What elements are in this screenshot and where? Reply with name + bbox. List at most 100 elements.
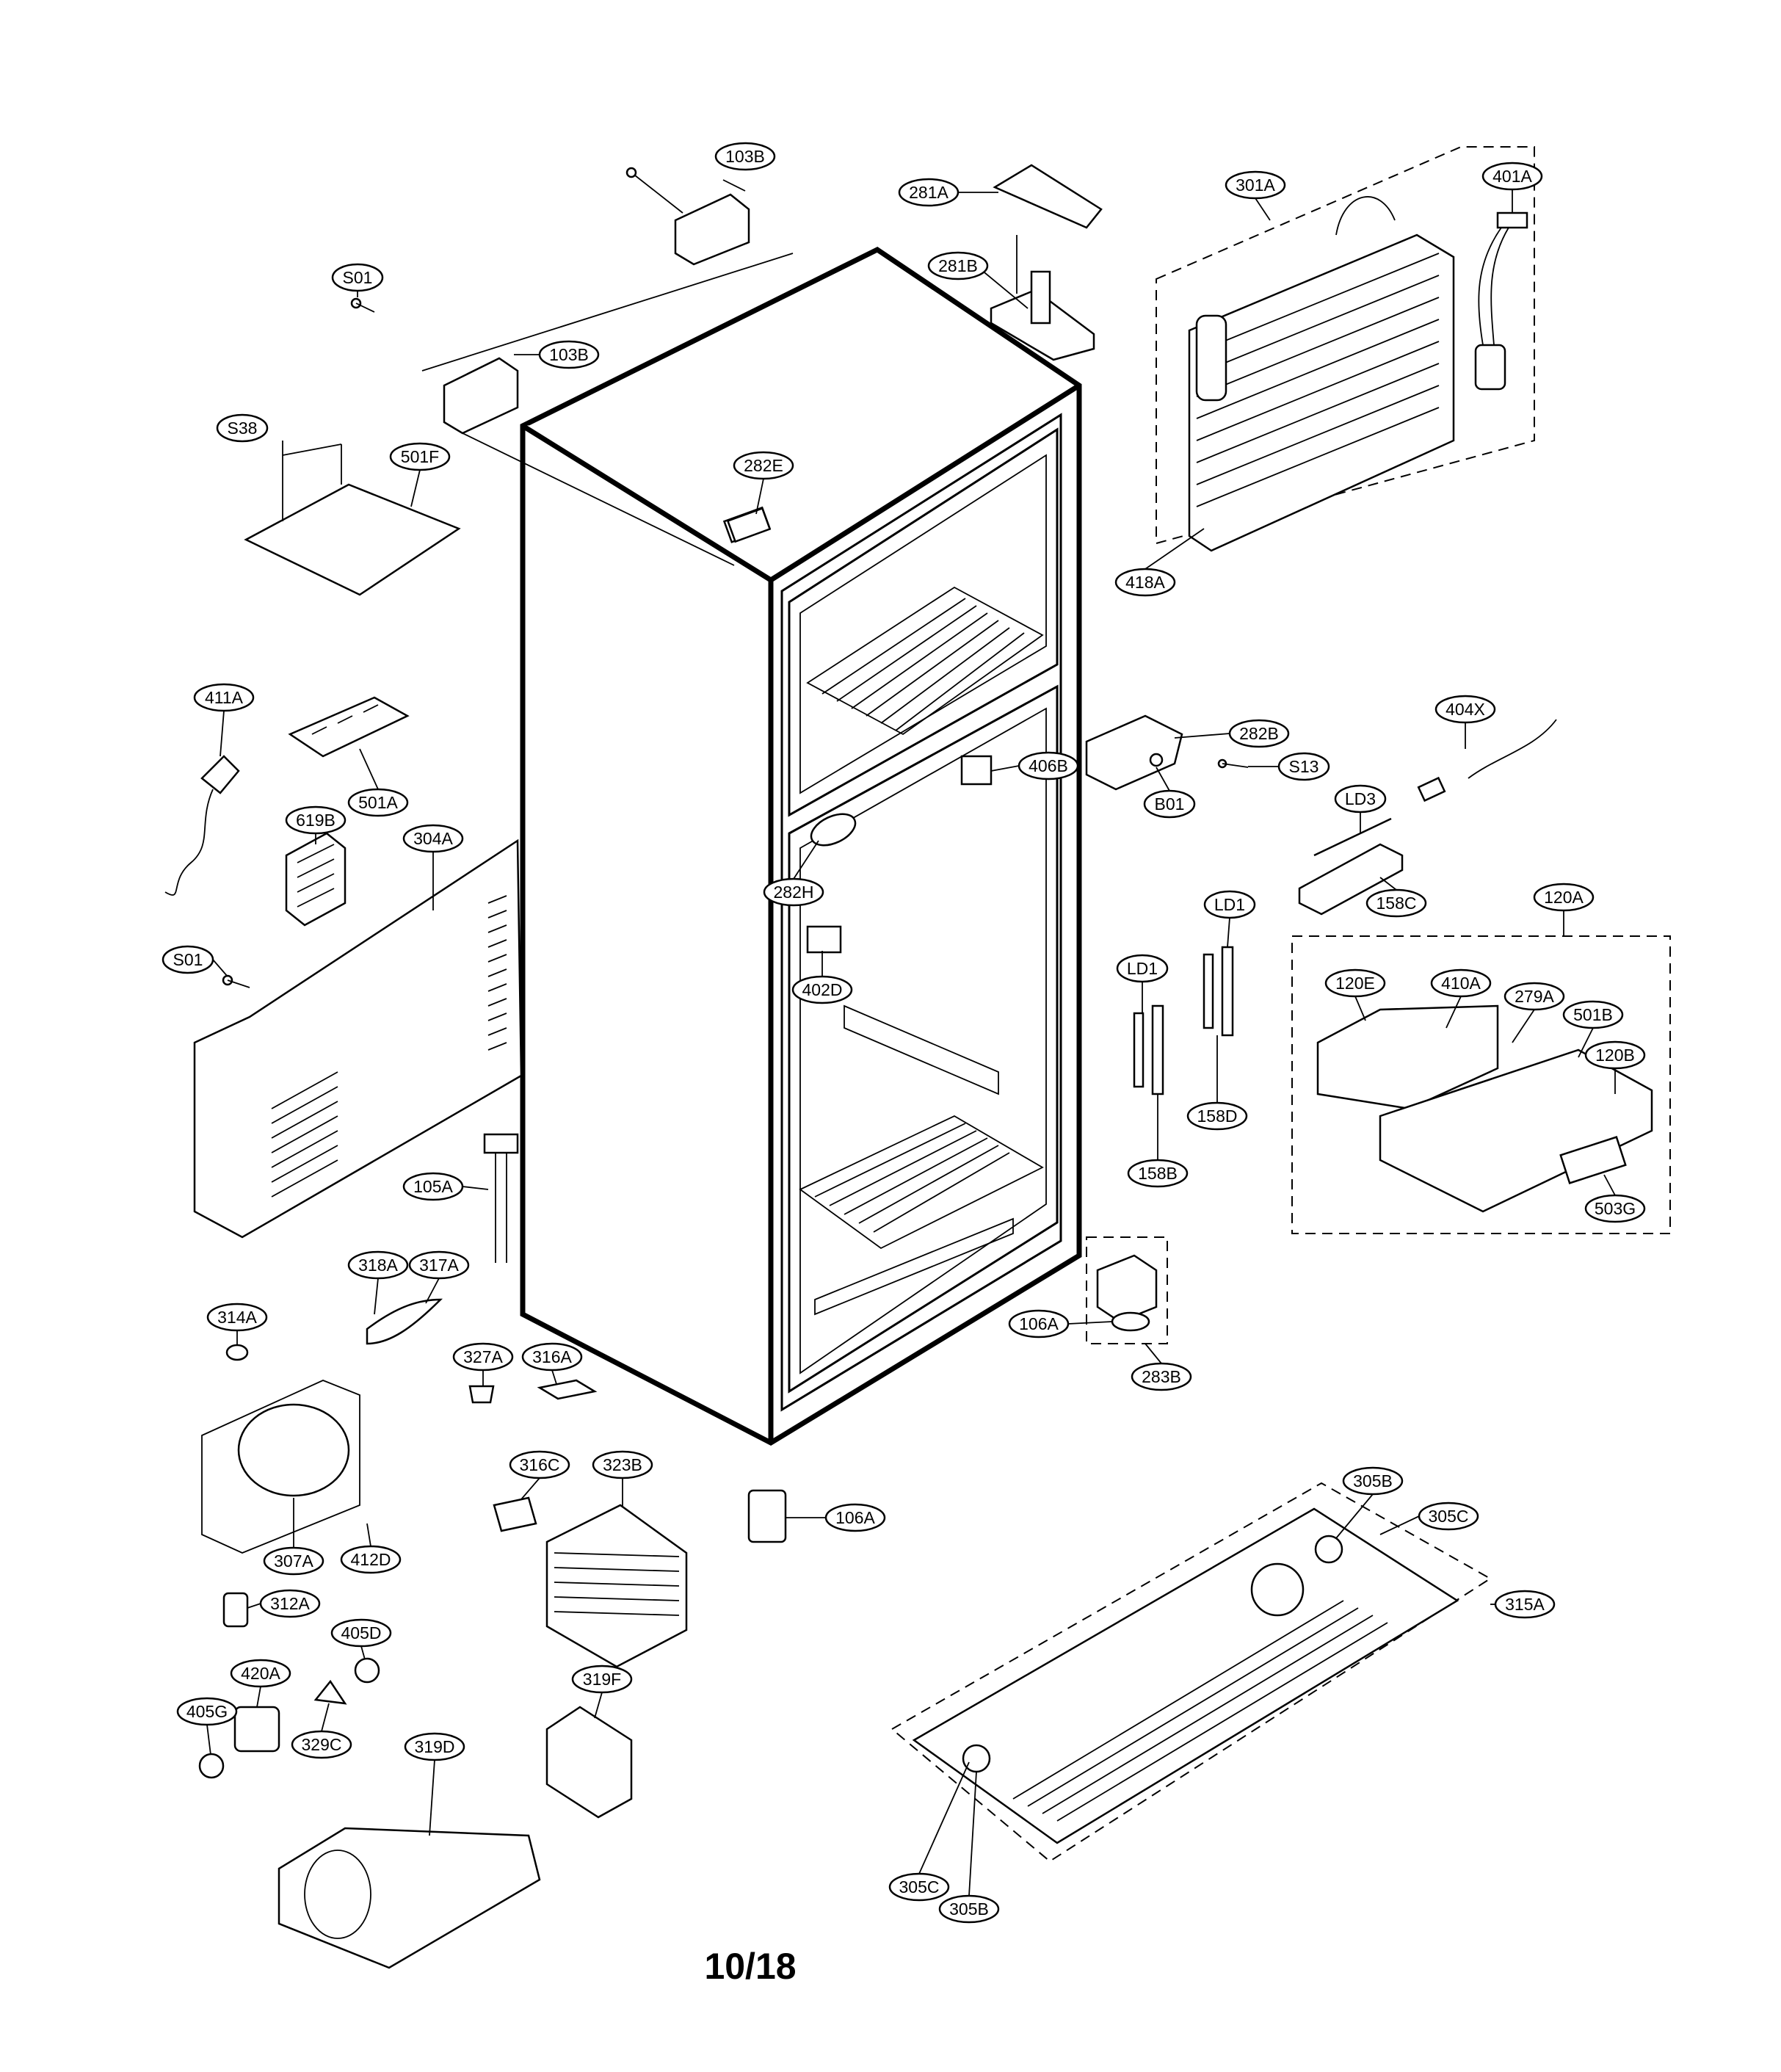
callout-106A_right: 106A	[1008, 1309, 1113, 1339]
svg-text:411A: 411A	[205, 688, 244, 707]
page-number: 10/18	[704, 1946, 796, 1987]
callout-401A: 401A	[1481, 162, 1543, 213]
svg-text:412D: 412D	[351, 1550, 391, 1569]
svg-text:503G: 503G	[1595, 1199, 1636, 1218]
evaporator	[1156, 146, 1535, 552]
left-parts	[164, 696, 523, 1239]
svg-text:304A: 304A	[413, 829, 453, 848]
callout-305B_top: 305B	[1335, 1466, 1404, 1539]
callout-305C_top: 305C	[1379, 1502, 1479, 1535]
callout-619B: 619B	[285, 805, 347, 844]
svg-text:406B: 406B	[1029, 756, 1068, 775]
callout-418A: 418A	[1114, 528, 1205, 597]
svg-text:B01: B01	[1155, 794, 1185, 814]
svg-text:323B: 323B	[603, 1455, 642, 1474]
bottom-parts	[198, 1133, 1492, 1969]
svg-text:S01: S01	[343, 268, 373, 287]
callout-301A: 301A	[1225, 170, 1286, 221]
callout-411A: 411A	[193, 683, 255, 757]
callout-312A: 312A	[247, 1589, 321, 1618]
callout-410A: 410A	[1430, 968, 1492, 1029]
callout-LD1_left: LD1	[1116, 954, 1169, 1013]
cabinet	[520, 246, 1082, 1446]
svg-text:315A: 315A	[1505, 1595, 1545, 1614]
svg-text:158B: 158B	[1138, 1164, 1178, 1183]
callout-S01_left: S01	[162, 945, 228, 977]
callout-406B: 406B	[990, 751, 1079, 780]
svg-text:106A: 106A	[1019, 1314, 1059, 1333]
svg-text:120B: 120B	[1595, 1046, 1635, 1065]
callout-319F: 319F	[571, 1665, 633, 1719]
svg-text:404X: 404X	[1446, 700, 1485, 719]
callout-501A: 501A	[347, 748, 409, 817]
callout-282H: 282H	[763, 840, 824, 907]
callout-103B_top: 103B	[714, 142, 776, 192]
svg-text:301A: 301A	[1236, 175, 1275, 195]
callout-105A: 105A	[402, 1172, 489, 1201]
svg-text:282B: 282B	[1239, 724, 1279, 743]
svg-text:418A: 418A	[1125, 573, 1165, 592]
svg-text:619B: 619B	[296, 811, 335, 830]
callout-S01_top: S01	[331, 263, 384, 297]
callout-501B: 501B	[1562, 1000, 1624, 1058]
top-parts	[350, 164, 1103, 566]
callout-304A: 304A	[402, 824, 464, 910]
svg-text:319D: 319D	[415, 1737, 455, 1756]
svg-text:S38: S38	[228, 419, 258, 438]
callout-281A: 281A	[898, 178, 998, 207]
svg-text:S13: S13	[1289, 757, 1319, 776]
svg-text:329C: 329C	[302, 1735, 342, 1754]
svg-text:305C: 305C	[899, 1877, 940, 1897]
svg-text:319F: 319F	[583, 1670, 621, 1689]
callout-316A: 316A	[521, 1342, 583, 1385]
svg-text:316C: 316C	[520, 1455, 560, 1474]
callout-282B: 282B	[1174, 719, 1290, 748]
callout-402D: 402D	[791, 951, 853, 1004]
callout-B01: B01	[1143, 767, 1196, 819]
callout-329C: 329C	[291, 1703, 352, 1759]
svg-text:401A: 401A	[1492, 167, 1532, 186]
callout-LD1_right: LD1	[1203, 890, 1256, 948]
svg-text:LD1: LD1	[1214, 895, 1245, 914]
callout-120B: 120B	[1584, 1040, 1646, 1094]
callout-319D: 319D	[404, 1732, 465, 1836]
cover-501f	[244, 443, 461, 596]
svg-text:501B: 501B	[1573, 1005, 1613, 1024]
callout-158B: 158B	[1127, 1094, 1189, 1188]
svg-text:327A: 327A	[463, 1347, 503, 1366]
svg-text:410A: 410A	[1441, 974, 1481, 993]
callout-501F: 501F	[389, 442, 451, 507]
svg-text:307A: 307A	[274, 1551, 313, 1571]
callout-307A: 307A	[263, 1498, 324, 1576]
callout-315A: 315A	[1490, 1590, 1556, 1619]
callout-316C: 316C	[509, 1450, 570, 1500]
callout-279A: 279A	[1503, 982, 1565, 1043]
callout-503G: 503G	[1584, 1174, 1646, 1223]
svg-text:501F: 501F	[401, 447, 439, 466]
svg-text:105A: 105A	[413, 1177, 453, 1196]
svg-text:LD3: LD3	[1345, 789, 1376, 808]
callout-282E: 282E	[733, 451, 794, 515]
svg-text:279A: 279A	[1515, 987, 1554, 1006]
callout-317A: 317A	[408, 1250, 470, 1304]
svg-text:405G: 405G	[186, 1702, 228, 1721]
svg-text:283B: 283B	[1142, 1367, 1181, 1386]
svg-text:316A: 316A	[532, 1347, 572, 1366]
callout-158C: 158C	[1365, 877, 1427, 918]
svg-text:420A: 420A	[241, 1664, 280, 1683]
callout-314A: 314A	[206, 1303, 268, 1345]
svg-text:312A: 312A	[270, 1594, 310, 1613]
callout-S13: S13	[1248, 752, 1330, 781]
svg-text:282H: 282H	[774, 883, 814, 902]
callout-412D: 412D	[340, 1523, 402, 1574]
svg-text:501A: 501A	[358, 793, 398, 812]
callout-283B: 283B	[1131, 1343, 1192, 1391]
svg-text:S01: S01	[173, 950, 203, 969]
callout-327A: 327A	[452, 1342, 514, 1386]
svg-text:103B: 103B	[549, 345, 589, 364]
callout-120E: 120E	[1324, 968, 1386, 1021]
callout-305B_bottom: 305B	[938, 1771, 1000, 1924]
svg-text:402D: 402D	[802, 980, 843, 999]
svg-text:158D: 158D	[1197, 1106, 1238, 1126]
